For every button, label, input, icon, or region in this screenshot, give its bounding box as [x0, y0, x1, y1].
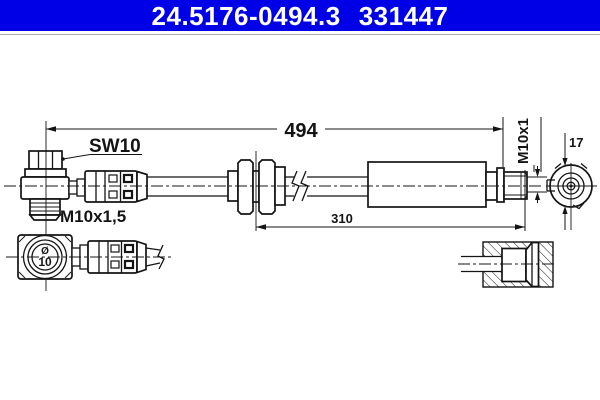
dimension-right-thread: M10x1 — [515, 117, 547, 203]
banjo-body — [20, 176, 70, 200]
fitting-collar — [496, 167, 505, 203]
hose-line-main — [147, 176, 368, 197]
crimp-collar-main — [84, 170, 148, 203]
dimension-310-label: 310 — [331, 211, 353, 226]
dimension-overall-length: 494 — [46, 117, 504, 167]
male-fitting-end — [485, 167, 528, 203]
protective-sleeve — [367, 161, 487, 208]
banjo-eye-front-view: Ø 10 — [6, 234, 172, 280]
reference-number: 331447 — [358, 0, 449, 31]
hex-size-label: SW10 — [89, 136, 141, 157]
dimension-intermediate-length: 310 — [255, 151, 526, 231]
part-number: 24.5176-0494.3 — [151, 0, 341, 31]
right-thread-label: M10x1 — [515, 118, 532, 164]
hose-break-symbol — [291, 170, 309, 202]
collar-end-cap — [136, 170, 148, 203]
banjo-hex-flange — [24, 168, 67, 178]
mounting-grommet — [227, 159, 286, 215]
dimension-494-label: 494 — [284, 120, 318, 142]
banjo-hex-nut — [28, 150, 63, 170]
banjo-fitting-side-view — [20, 150, 86, 221]
header-divider — [0, 31, 600, 35]
eye-diameter-value: 10 — [38, 255, 52, 269]
banjo-neck-step1 — [68, 180, 78, 195]
dimension-end-width: 17 — [562, 133, 583, 230]
end-fitting-front-view — [546, 163, 597, 230]
left-thread-label: M10x1,5 — [60, 207, 126, 226]
hose-stub-break — [145, 244, 165, 270]
sectioned-fitting-body — [501, 247, 527, 283]
bracket-section-detail — [458, 241, 557, 288]
sw10-label: SW10 — [61, 136, 142, 161]
banjo-neck-step2 — [76, 178, 86, 197]
end-width-label: 17 — [569, 135, 583, 150]
title-bar: 24.5176-0494.3 331447 — [0, 0, 600, 31]
eye-diameter-symbol: Ø — [41, 246, 49, 257]
brake-hose-technical-drawing: 494 310 SW10 M10x1,5 M10x1 — [4, 117, 597, 291]
